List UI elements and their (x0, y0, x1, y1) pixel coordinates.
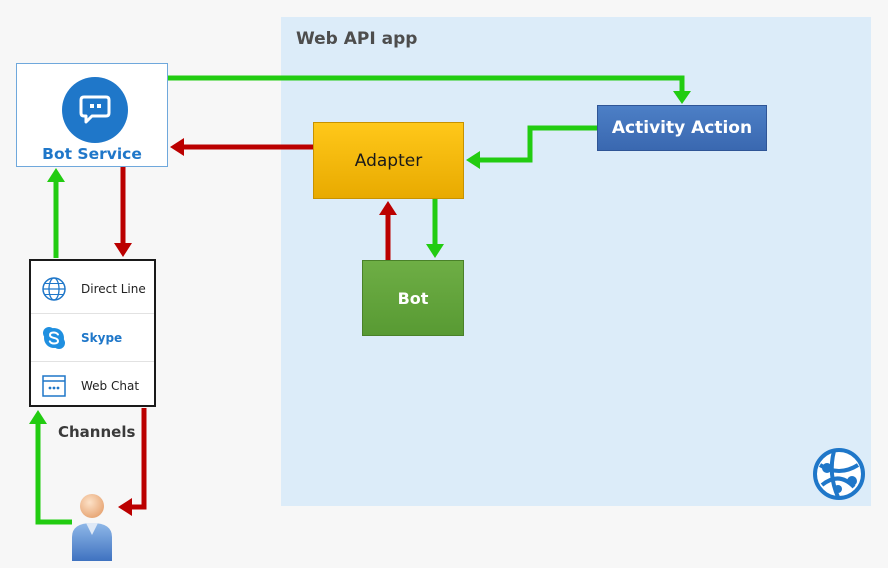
arrow-user-to-channels (35, 422, 72, 525)
arrowhead-botservice (170, 138, 184, 156)
arrowhead-bot (426, 244, 444, 258)
web-api-app-title: Web API app (296, 29, 418, 49)
user-icon (72, 494, 112, 561)
globe-icon (42, 277, 66, 301)
web-app-icon (813, 448, 865, 500)
bot-service-label: Bot Service (42, 145, 142, 163)
channel-label-skype: Skype (81, 331, 123, 345)
skype-icon (43, 327, 65, 349)
arrow-botservice-to-activity (168, 75, 685, 93)
arrowhead-activity (673, 91, 691, 104)
activity-action-box: Activity Action (597, 105, 767, 151)
arrow-channels-to-user (130, 408, 147, 510)
channel-item-web-chat: Web Chat (31, 361, 154, 410)
arrowhead-channels (114, 243, 132, 257)
web-chat-icon (42, 375, 66, 397)
arrowhead-adapter-up (379, 201, 397, 215)
channels-box: Direct Line Skype Web Chat (29, 259, 156, 407)
bot-box: Bot (362, 260, 464, 336)
arrowhead-botservice-up (47, 168, 65, 182)
adapter-box: Adapter (313, 122, 464, 199)
arrowhead-channels-up (29, 410, 47, 424)
channel-item-skype: Skype (31, 313, 154, 362)
bot-label: Bot (397, 288, 429, 308)
adapter-label: Adapter (354, 150, 423, 171)
activity-action-label: Activity Action (611, 118, 753, 138)
arrow-activity-to-adapter (478, 125, 597, 163)
arrowhead-adapter (466, 151, 480, 169)
bot-service-icon (62, 77, 128, 143)
channels-label: Channels (58, 423, 136, 441)
channel-label-direct-line: Direct Line (81, 282, 146, 296)
channel-label-web-chat: Web Chat (81, 379, 140, 393)
arrowhead-user (118, 498, 132, 516)
channel-item-direct-line: Direct Line (31, 265, 154, 313)
